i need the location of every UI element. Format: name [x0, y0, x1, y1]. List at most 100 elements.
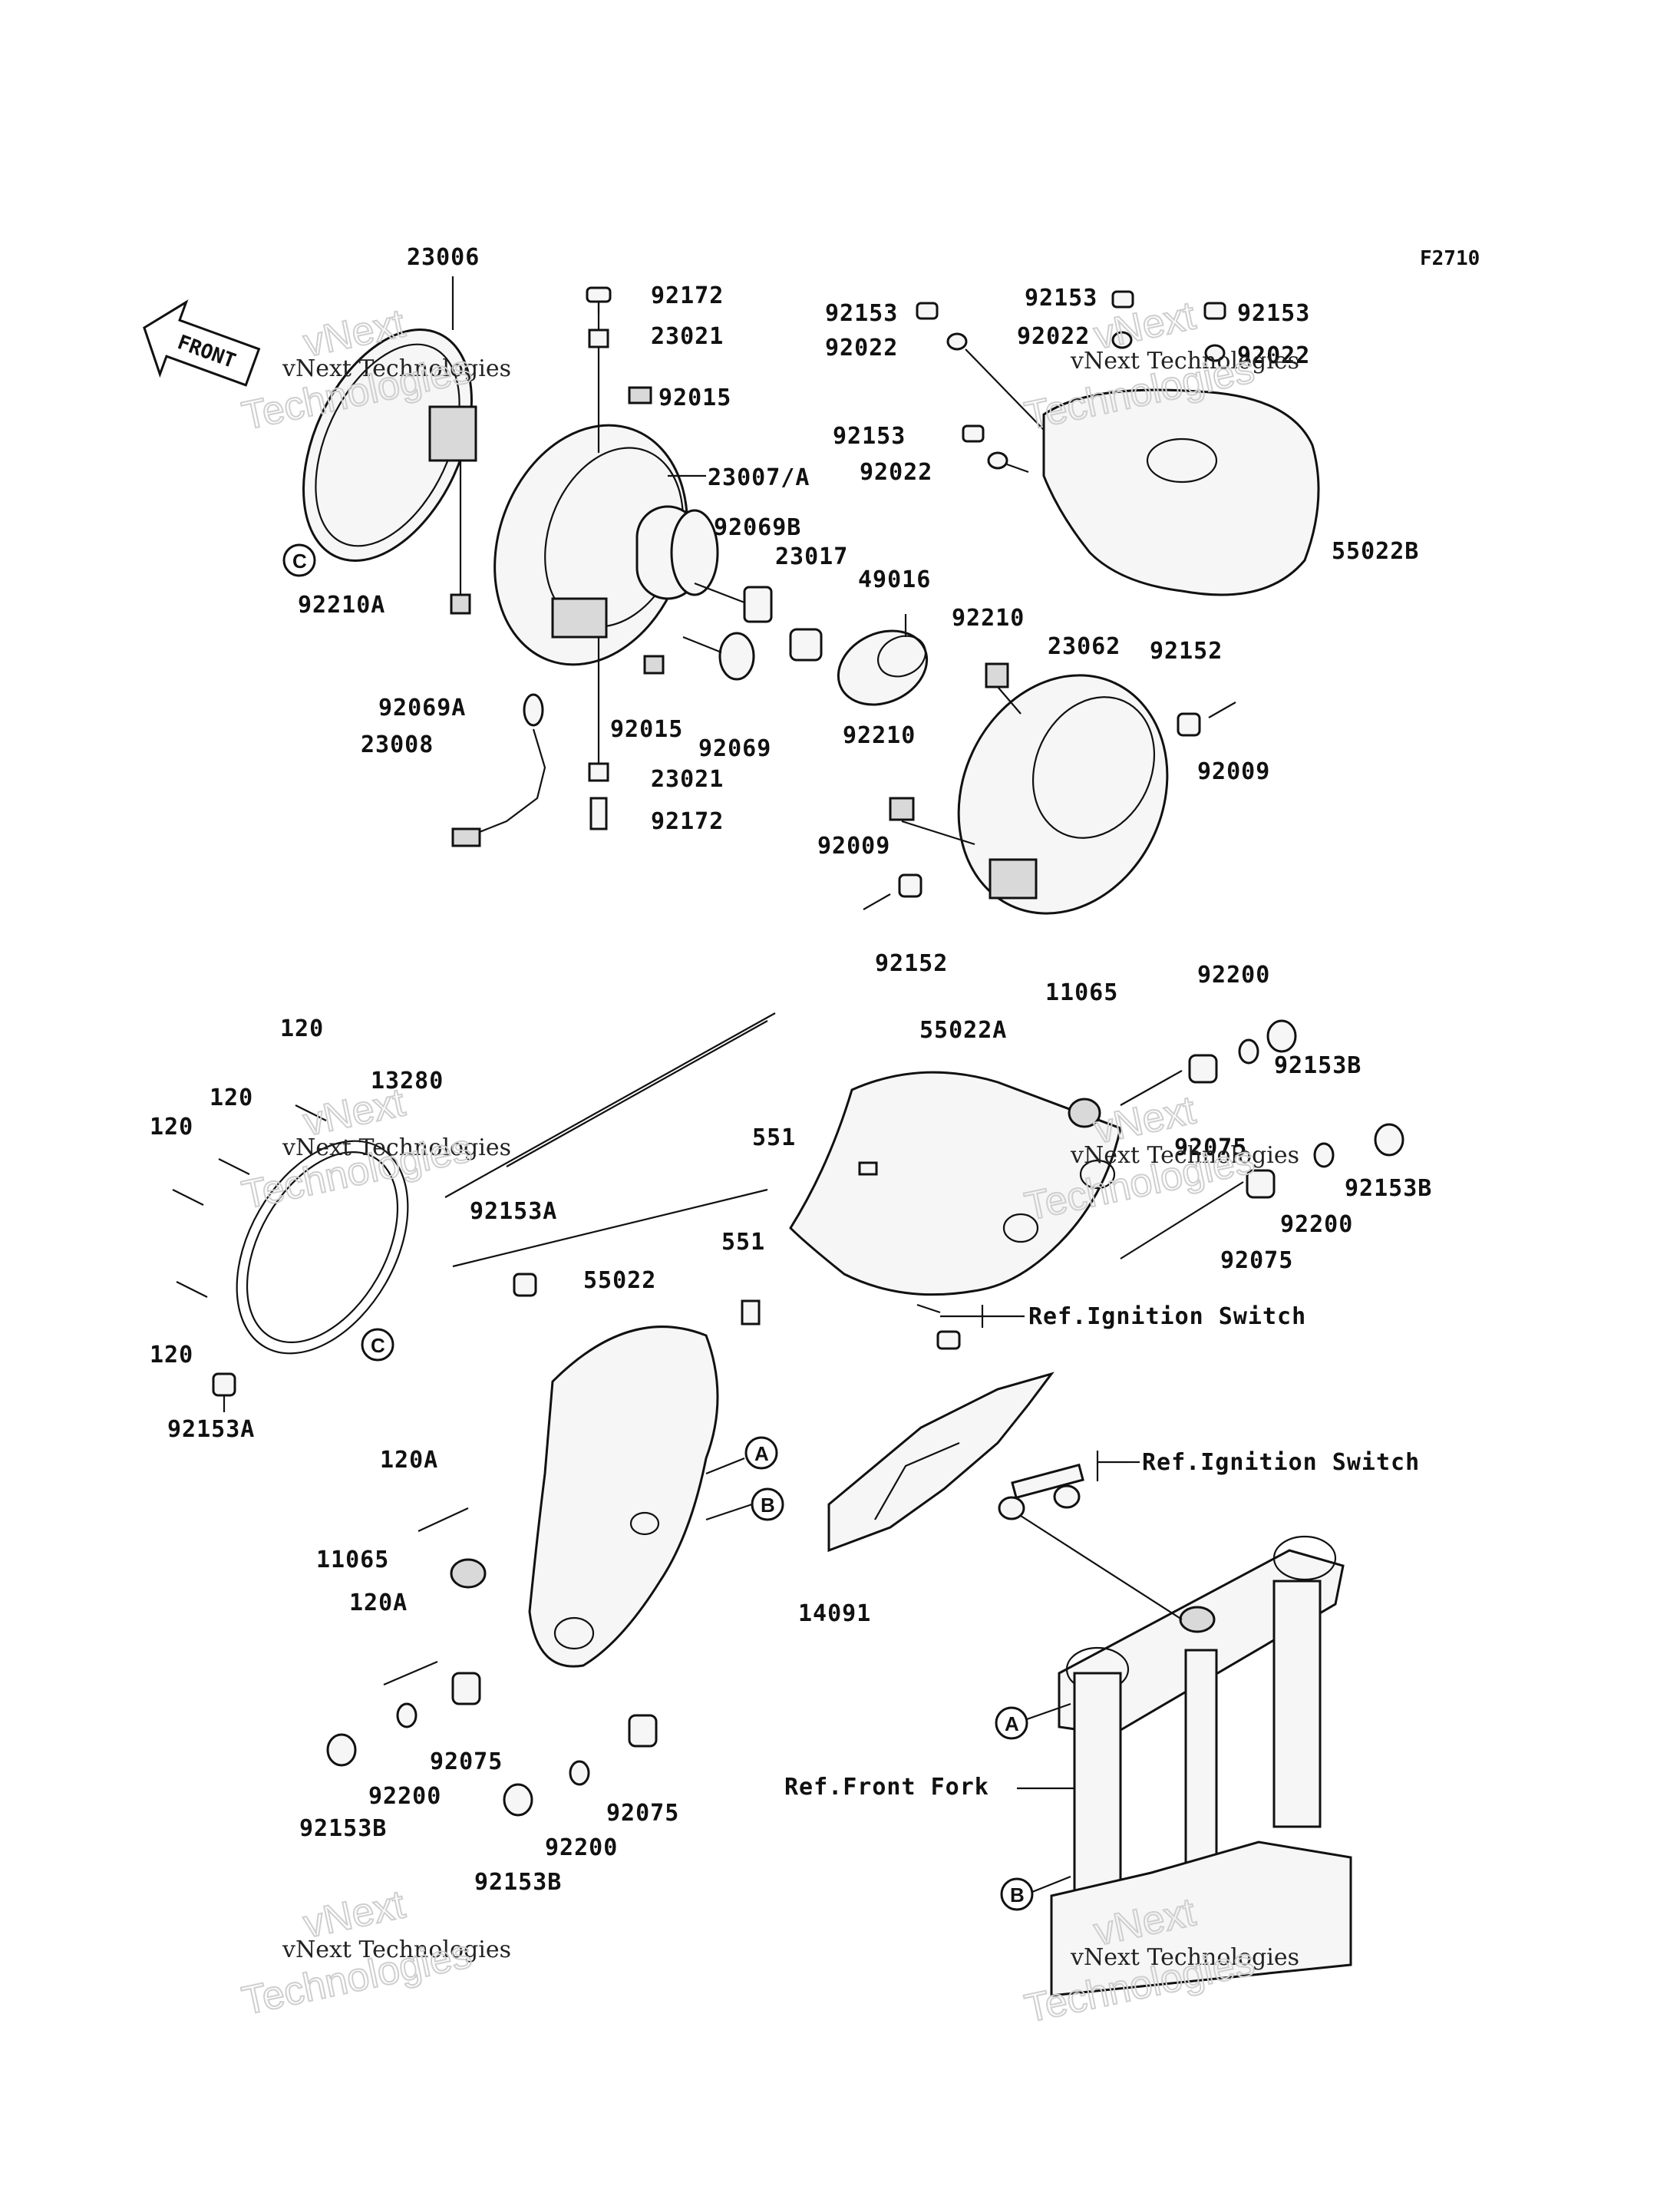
label-92153-2: 92153 — [1025, 285, 1097, 312]
label-92153-3: 92153 — [1237, 300, 1310, 327]
label-92152-right: 92152 — [1150, 638, 1223, 665]
svg-text:vNext Technologies: vNext Technologies — [282, 1134, 511, 1161]
grommet-11065-left — [450, 1558, 487, 1589]
screw-92153a-upper — [513, 1273, 537, 1297]
label-92210a: 92210A — [298, 592, 385, 619]
upper-cowl-55022b — [1042, 388, 1320, 596]
label-92009-right: 92009 — [1197, 758, 1270, 785]
label-23007a: 23007/A — [708, 464, 810, 491]
label-23006: 23006 — [407, 244, 480, 271]
svg-text:vNext Technologies: vNext Technologies — [1070, 1944, 1299, 1971]
label-120-1: 120 — [280, 1015, 324, 1042]
label-92022-4: 92022 — [860, 459, 932, 486]
collar-92152-right — [1177, 712, 1201, 737]
label-92152-left: 92152 — [875, 950, 948, 977]
bolts-120 — [172, 1104, 327, 1298]
label-92200-left2: 92200 — [545, 1834, 618, 1861]
watermark-bottom-left: vNext Technologies vNext Technologies — [237, 1881, 511, 2024]
label-92172-top: 92172 — [651, 282, 724, 309]
label-23021-top: 23021 — [651, 323, 724, 350]
collar-92152-left — [898, 873, 923, 898]
label-92022-2: 92022 — [1017, 323, 1090, 350]
bolt-120a-lower — [383, 1660, 438, 1686]
svg-text:B: B — [1010, 1883, 1025, 1907]
svg-text:vNext Technologies: vNext Technologies — [1070, 348, 1299, 375]
front-fork-assembly — [1050, 1535, 1352, 1997]
label-11065-left: 11065 — [316, 1547, 389, 1573]
label-92022-3: 92022 — [1237, 342, 1310, 369]
label-120-2: 120 — [210, 1084, 253, 1111]
label-92153b-right2: 92153B — [1345, 1175, 1432, 1202]
svg-text:A: A — [1005, 1712, 1019, 1735]
headlight-unit-23007 — [493, 424, 719, 666]
label-92075-right1: 92075 — [1174, 1134, 1247, 1161]
ref-ignition-switch-lower: Ref.Ignition Switch — [1142, 1449, 1420, 1476]
label-23008: 23008 — [361, 731, 434, 758]
label-120a-lower: 120A — [349, 1590, 408, 1616]
label-92210-top: 92210 — [952, 605, 1025, 632]
label-55022a: 55022A — [919, 1017, 1007, 1044]
bolt-92009-left — [863, 893, 891, 910]
label-92022-1: 92022 — [825, 335, 898, 361]
front-arrow-icon: FRONT — [143, 299, 261, 387]
svg-text:C: C — [292, 550, 307, 573]
watermark-top-left: vNext Technologies vNext Technologies — [237, 300, 511, 439]
clip-92015-bottom — [643, 655, 665, 675]
bolt-92172-bottom — [589, 797, 608, 830]
label-92153b-right1: 92153B — [1274, 1052, 1361, 1079]
label-92153-4: 92153 — [833, 423, 906, 450]
label-23021-bottom: 23021 — [651, 766, 724, 793]
label-92015-top: 92015 — [658, 385, 731, 411]
bracket-14091 — [827, 1372, 1055, 1553]
figure-code: F2710 — [1420, 247, 1480, 270]
label-92200-right1: 92200 — [1197, 962, 1270, 989]
label-120-3: 120 — [150, 1114, 193, 1141]
bolt-92009-right — [1208, 702, 1236, 718]
label-92200-right2: 92200 — [1280, 1211, 1353, 1238]
callout-b-fork: B — [1000, 1877, 1034, 1911]
label-92172-bottom: 92172 — [651, 808, 724, 835]
pin-551-lower — [741, 1299, 761, 1325]
ref-front-fork: Ref.Front Fork — [784, 1774, 989, 1801]
callout-a-cover: A — [744, 1436, 778, 1470]
grommet-23021-bottom — [588, 762, 609, 782]
label-92069: 92069 — [698, 735, 771, 762]
bolt-92172-top — [586, 286, 612, 315]
label-92075-left1: 92075 — [430, 1748, 503, 1775]
label-551-lower: 551 — [721, 1229, 765, 1256]
label-92069a: 92069A — [378, 695, 466, 721]
bolt-120a-upper — [418, 1507, 469, 1532]
label-92009-left: 92009 — [817, 833, 890, 860]
label-92153a-upper: 92153A — [470, 1198, 557, 1225]
label-92075-left2: 92075 — [606, 1800, 679, 1827]
screw-set-92153-92022 — [916, 290, 1226, 474]
headlight-bracket-13280 — [236, 1140, 409, 1355]
socket-23008 — [451, 728, 546, 847]
label-23062: 23062 — [1048, 633, 1121, 660]
label-92200-left1: 92200 — [368, 1783, 441, 1810]
callout-c-lower: C — [361, 1328, 394, 1362]
washer-stack-right — [1188, 1019, 1404, 1199]
ignition-fasteners — [916, 1303, 1084, 1520]
headlight-housing-23062 — [957, 674, 1169, 915]
grommet-23021-top — [588, 328, 609, 348]
bulb-92069 — [682, 632, 755, 681]
grommet-11065-right — [1068, 1098, 1101, 1128]
label-92153-1: 92153 — [825, 300, 898, 327]
watermark-mid-left: vNext Technologies vNext Technologies — [237, 1079, 511, 1218]
svg-text:A: A — [754, 1442, 769, 1465]
screw-92153a-lower — [212, 1372, 236, 1397]
socket-23017 — [789, 628, 823, 662]
label-55022: 55022 — [583, 1267, 656, 1294]
label-92210-bottom: 92210 — [843, 722, 916, 749]
bulb-92069a — [523, 693, 544, 727]
label-11065-right: 11065 — [1045, 979, 1118, 1006]
bulb-92069b — [694, 582, 773, 623]
label-55022b: 55022B — [1332, 538, 1419, 565]
svg-text:C: C — [371, 1334, 385, 1357]
washer-stack-left — [326, 1672, 658, 1817]
cover-49016 — [837, 629, 929, 706]
label-120-4: 120 — [150, 1342, 193, 1368]
